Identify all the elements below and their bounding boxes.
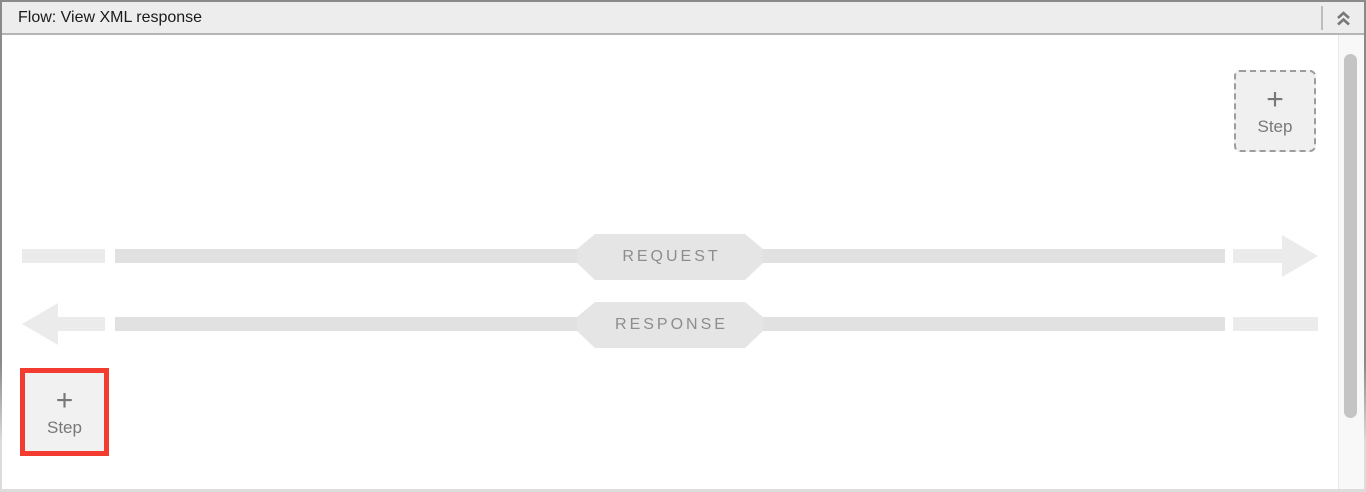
response-flow-end-dash	[1233, 317, 1318, 331]
plus-icon: +	[1266, 82, 1284, 116]
header-divider	[1321, 6, 1323, 30]
request-flow-start-dash	[22, 249, 105, 263]
response-flow-start-shaft	[55, 317, 105, 331]
response-flow-badge: RESPONSE	[577, 302, 763, 348]
collapse-panel-button[interactable]	[1329, 5, 1357, 31]
add-step-label: Step	[47, 417, 82, 437]
panel-border-right	[1364, 0, 1366, 492]
request-arrowhead-right-icon	[1282, 235, 1318, 277]
vertical-scrollbar-thumb[interactable]	[1344, 54, 1357, 418]
add-step-label: Step	[1257, 116, 1293, 136]
request-flow-badge: REQUEST	[577, 234, 763, 280]
flow-header: Flow: View XML response	[2, 2, 1364, 35]
request-flow-end-shaft	[1233, 249, 1285, 263]
response-arrowhead-left-icon	[22, 303, 58, 345]
panel-border-left	[0, 0, 2, 492]
panel-border-top	[0, 0, 1366, 2]
plus-icon: +	[55, 383, 74, 417]
vertical-scrollbar-track[interactable]	[1338, 35, 1364, 489]
add-step-button-response-highlighted[interactable]: + Step	[20, 368, 109, 456]
add-step-button-request[interactable]: + Step	[1234, 70, 1316, 152]
flow-title: Flow: View XML response	[18, 9, 203, 26]
chevron-double-up-icon	[1336, 10, 1350, 25]
panel-border-bottom	[0, 489, 1366, 492]
